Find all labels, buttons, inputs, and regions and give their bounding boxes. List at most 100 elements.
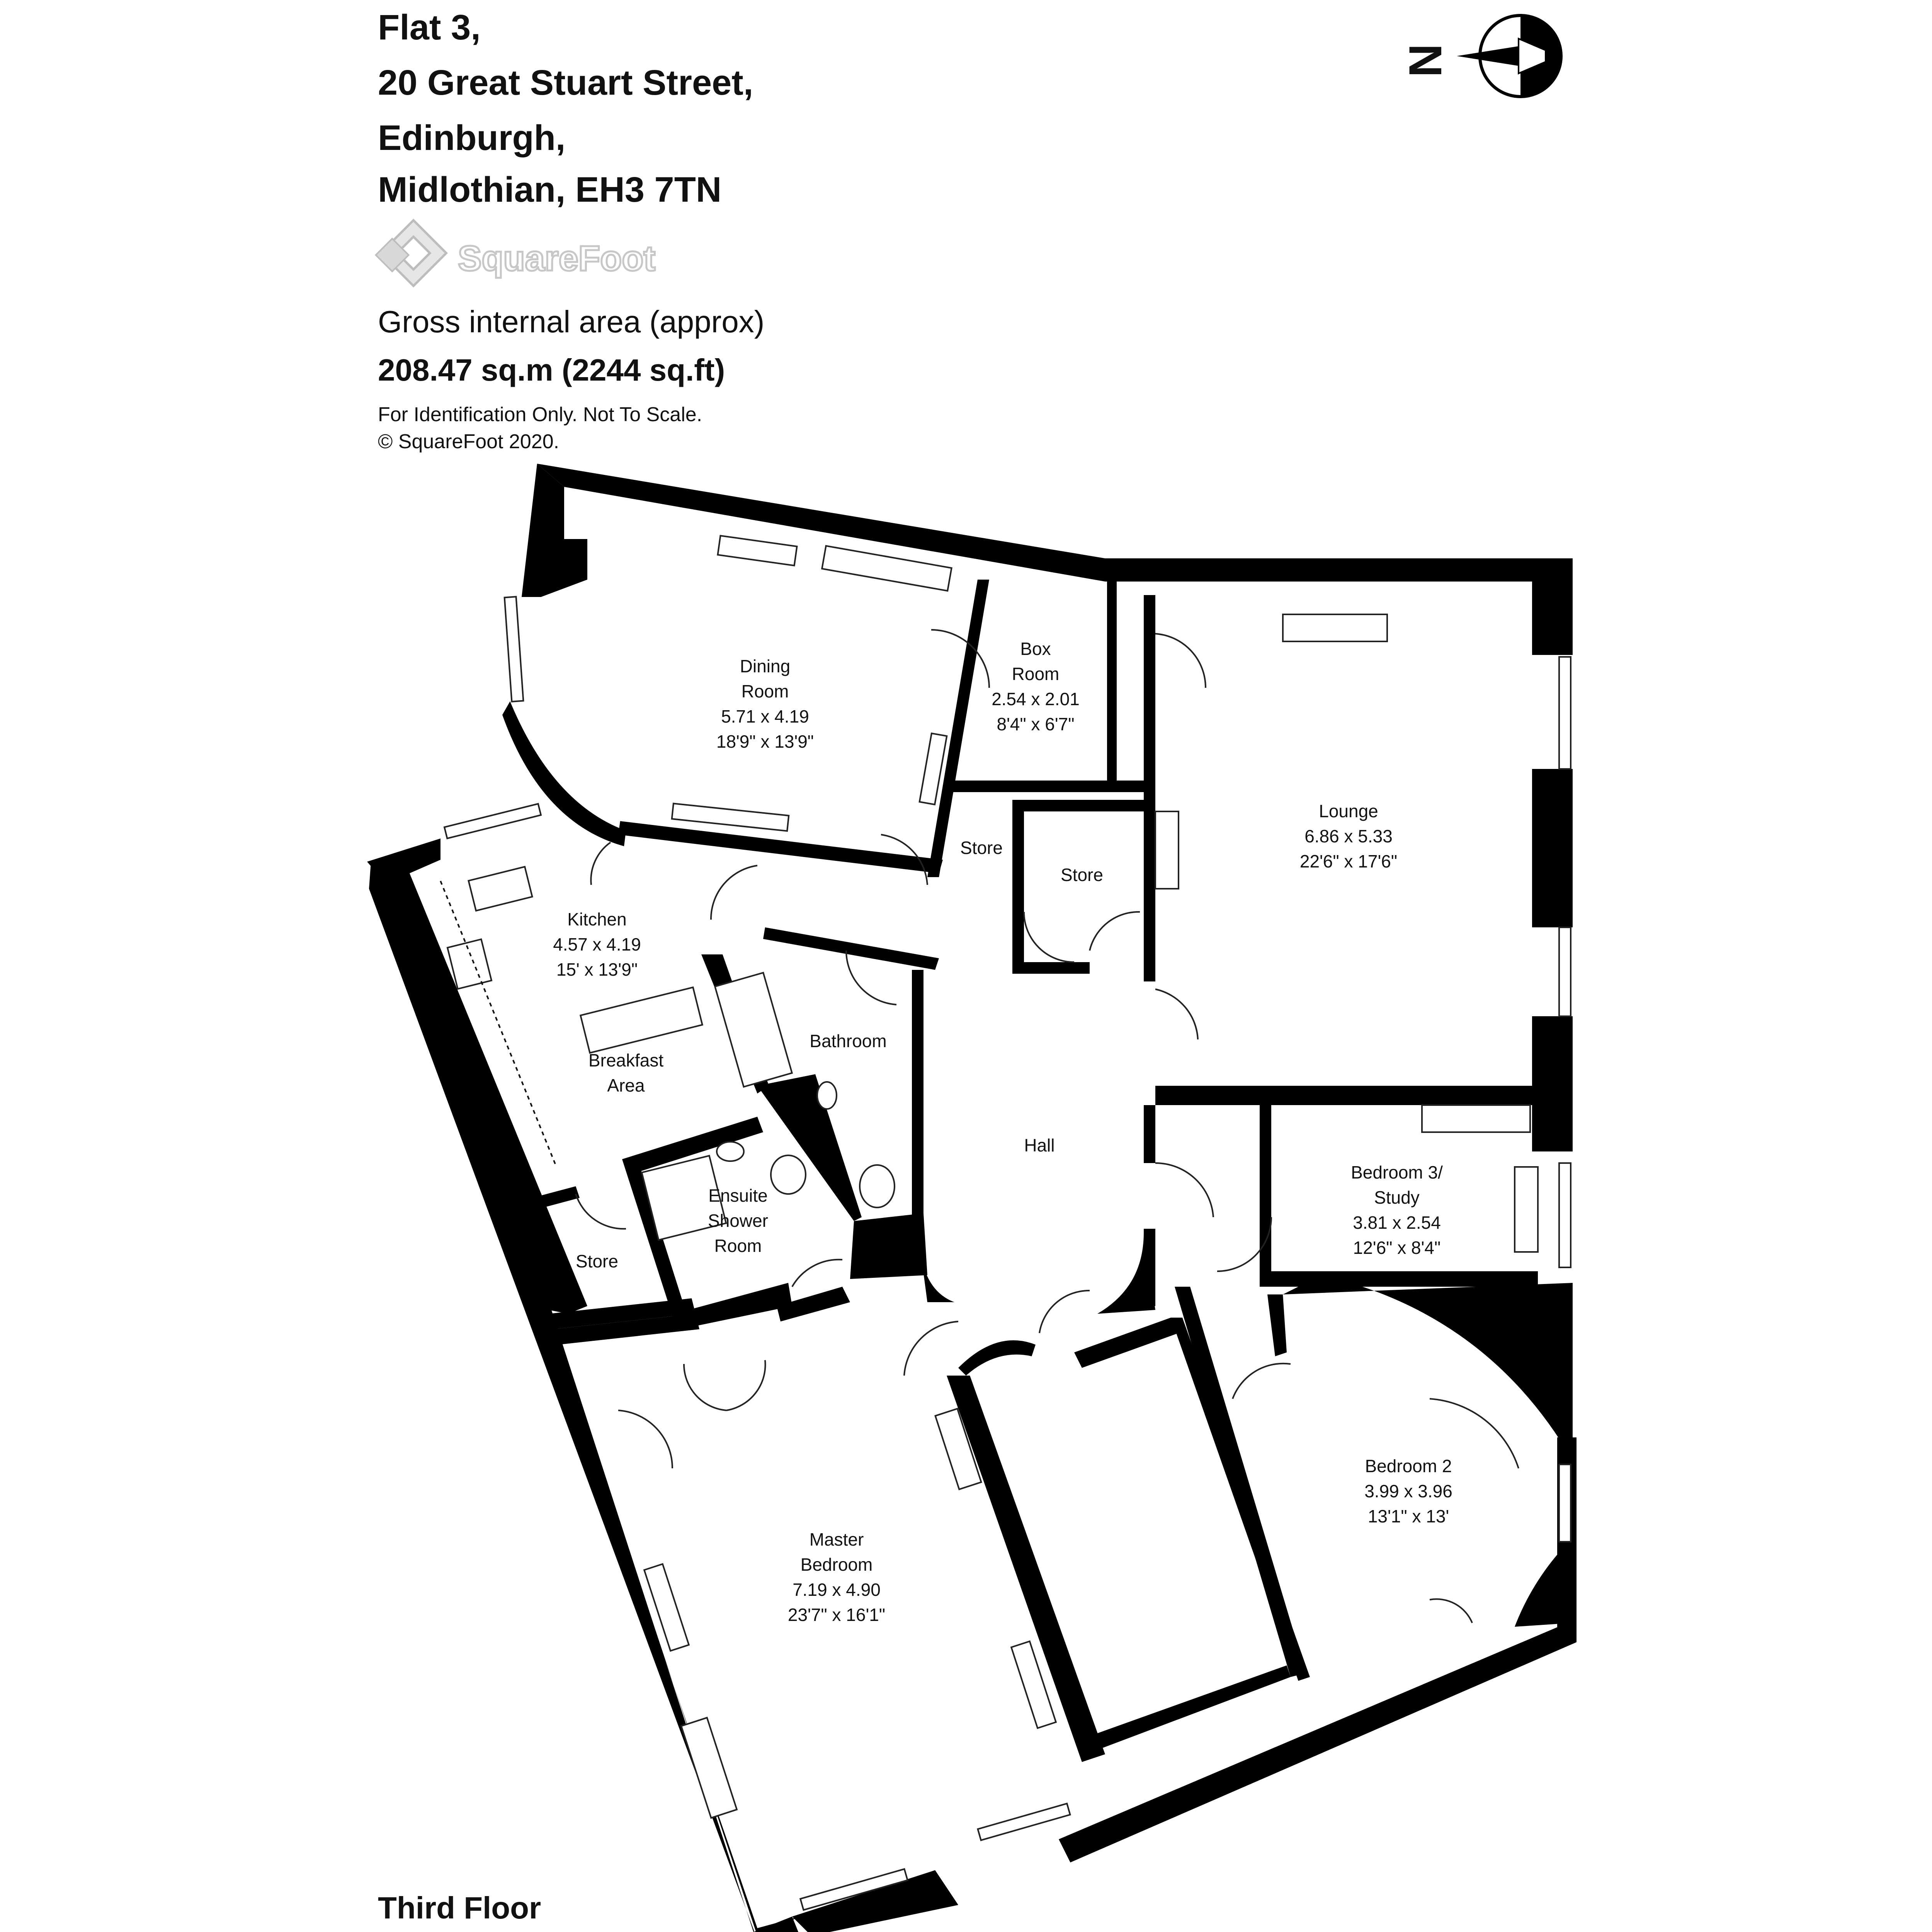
wall [1175, 1287, 1306, 1677]
radiator-icon [671, 803, 790, 832]
address-line: Flat 3, [378, 8, 481, 47]
address-block: Flat 3, 20 Great Stuart Street, Edinburg… [378, 8, 753, 209]
door-swing [618, 1410, 673, 1469]
door-swing [1232, 1362, 1291, 1399]
radiator-icon [680, 1716, 738, 1819]
wall [1260, 1271, 1538, 1287]
room-name: Bedroom [801, 1554, 873, 1575]
logo-mark-icon [374, 218, 448, 288]
door-swing [1089, 911, 1140, 951]
room-name: Dining [740, 656, 790, 676]
wall [369, 862, 798, 1932]
room-name: Room [1012, 664, 1060, 684]
wall [763, 927, 939, 970]
wall [777, 1287, 850, 1321]
squarefoot-logo: SquareFoot [374, 218, 656, 288]
wall [537, 464, 1105, 582]
window [977, 1803, 1071, 1841]
shower-tray-icon [641, 1155, 727, 1241]
room-store-kitchen: Store [576, 1251, 618, 1271]
bathtub-icon [714, 971, 793, 1088]
door-swing [1155, 633, 1207, 688]
wall [1012, 800, 1024, 962]
window [1558, 927, 1571, 1017]
wall [1105, 558, 1573, 582]
address-line: 20 Great Stuart Street, [378, 63, 753, 102]
hob-icon [446, 938, 493, 990]
wall [1012, 800, 1148, 811]
disclaimer-note: For Identification Only. Not To Scale. [378, 403, 702, 426]
room-dimensions-metric: 2.54 x 2.01 [992, 689, 1080, 709]
exterior-walls [367, 464, 1577, 1932]
wall [1082, 1665, 1291, 1754]
room-name: Area [607, 1075, 645, 1095]
wall [622, 1117, 763, 1175]
wall [927, 580, 989, 877]
wall [1012, 962, 1090, 974]
wall [1059, 1619, 1577, 1862]
address-line: Edinburgh, [378, 118, 565, 158]
window [503, 596, 524, 702]
wall [912, 970, 923, 1240]
compass: N [1400, 14, 1563, 98]
wall [1532, 1094, 1573, 1151]
door-swing [903, 1321, 959, 1376]
door-swing [710, 865, 758, 920]
room-bedroom-2: Bedroom 2 3.99 x 3.96 13'1" x 13' [1364, 1456, 1452, 1526]
room-dimensions-metric: 3.99 x 3.96 [1364, 1481, 1452, 1501]
radiator-icon [717, 535, 798, 566]
room-lounge: Lounge 6.86 x 5.33 22'6" x 17'6" [1300, 801, 1397, 871]
wall [1267, 1294, 1287, 1356]
toilet-icon [770, 1155, 806, 1195]
room-name: Study [1374, 1187, 1420, 1208]
windows [443, 596, 1571, 1911]
door-swing [1217, 1217, 1272, 1272]
wall [522, 464, 587, 597]
room-dimensions-imperial: 23'7" x 16'1" [788, 1605, 885, 1625]
floor-label: Third Floor [378, 1891, 541, 1925]
room-dimensions-metric: 3.81 x 2.54 [1353, 1213, 1441, 1233]
radiator-icon [643, 1563, 690, 1652]
window [799, 1868, 909, 1911]
radiator-icon [1010, 1640, 1057, 1729]
window [1558, 656, 1571, 770]
wall [1074, 1318, 1179, 1368]
room-dimensions-metric: 5.71 x 4.19 [721, 706, 809, 726]
wall [920, 1244, 954, 1302]
basin-icon [816, 1081, 837, 1110]
counter-edge [440, 881, 557, 1167]
room-name: Breakfast [588, 1050, 664, 1070]
sink-icon [468, 866, 533, 912]
logo-text: SquareFoot [458, 239, 655, 278]
room-master-bedroom: Master Bedroom 7.19 x 4.90 23'7" x 16'1" [788, 1529, 885, 1625]
wall [850, 1213, 927, 1279]
wall [947, 781, 1155, 792]
door-swing [845, 950, 897, 1005]
room-store-small: Store [960, 838, 1003, 858]
door-swing [1039, 1289, 1090, 1333]
door-swing [1155, 1162, 1214, 1218]
wall [618, 821, 943, 873]
wall [502, 701, 626, 846]
wall [958, 1340, 1036, 1376]
wall [792, 1870, 958, 1932]
wall [1532, 769, 1573, 927]
fixtures [440, 535, 1539, 1819]
room-dimensions-metric: 7.19 x 4.90 [793, 1580, 881, 1600]
radiator-icon [918, 732, 948, 806]
room-dimensions-imperial: 13'1" x 13' [1368, 1506, 1449, 1526]
room-name: Kitchen [567, 909, 626, 929]
radiator-icon [821, 545, 952, 592]
room-hall: Hall [1024, 1135, 1054, 1155]
room-name: Room [742, 681, 789, 701]
room-breakfast: Breakfast Area [588, 1050, 664, 1095]
address-line: Midlothian, EH3 7TN [378, 170, 721, 209]
area-value: 208.47 sq.m (2244 sq.ft) [378, 353, 725, 387]
wall [1097, 1233, 1155, 1314]
door-swing [590, 842, 611, 885]
room-name: Room [714, 1236, 762, 1256]
room-dimensions-imperial: 15' x 13'9" [556, 959, 638, 980]
wall [553, 1314, 699, 1345]
wall [549, 1298, 696, 1329]
